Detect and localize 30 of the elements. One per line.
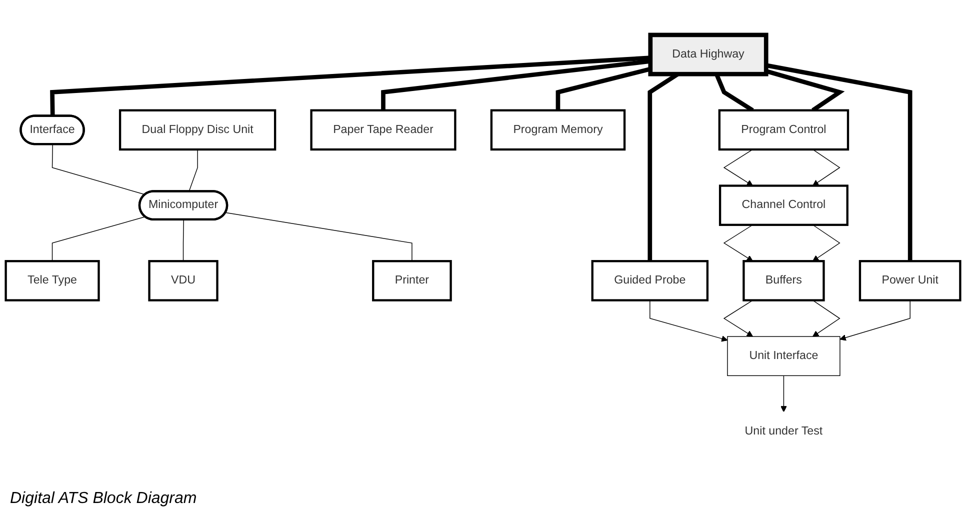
node-box: Paper Tape Reader [310,109,456,151]
connector [766,63,912,262]
node-box: Program Control [718,109,850,151]
node-box: Data Highway [648,32,768,76]
arrow [780,375,787,412]
arrow [840,300,910,341]
arrow [723,224,754,262]
node-box: Channel Control [718,184,848,226]
arrow [650,300,728,342]
node-box: Buffers [742,260,825,302]
node-box: Guided Probe [591,260,709,302]
connector [188,149,198,192]
connector [52,216,146,262]
arrow [723,300,754,337]
arrow [812,224,840,262]
node-text: Unit under Test [744,424,823,438]
node-box: Dual Floppy Disc Unit [118,109,276,151]
connector [182,219,184,262]
node-box: Unit Interface [727,336,840,376]
node-box: Power Unit [858,260,962,302]
connector [52,144,146,195]
arrow [723,149,754,186]
node-box: Printer [372,260,452,302]
node-box: Tele Type [4,260,100,302]
node-box: Program Memory [490,109,626,151]
node-box: VDU [148,260,218,302]
caption: Digital ATS Block Diagram [9,490,198,508]
arrow [812,149,840,186]
connector [225,212,412,262]
arrow [812,300,840,337]
